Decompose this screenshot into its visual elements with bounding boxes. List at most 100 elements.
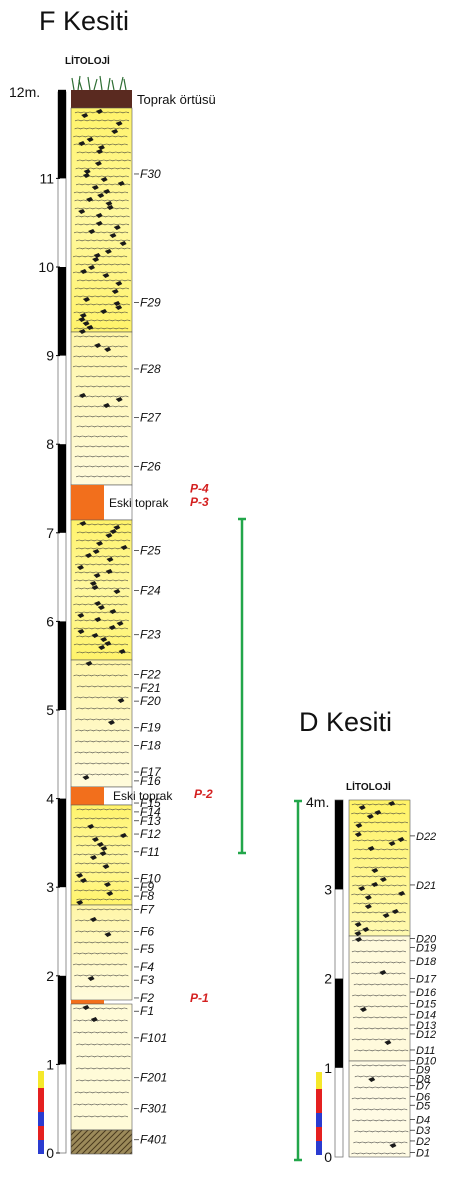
f-tick-0: 0 — [46, 1145, 54, 1161]
section-f-top-unit: 12m. — [9, 84, 40, 100]
sample-label-F11: F11 — [140, 845, 160, 859]
sample-label-D11: D11 — [416, 1045, 435, 1057]
sample-label-F12: F12 — [140, 827, 161, 841]
sample-label-F201: F201 — [140, 1071, 167, 1085]
section-d-lithology-header: LİTOLOJİ — [346, 780, 391, 793]
section-d-title: D Kesiti — [299, 707, 392, 737]
sample-label-F17: F17 — [140, 765, 162, 779]
sample-label-F101: F101 — [140, 1031, 167, 1045]
sample-label-F10: F10 — [140, 871, 161, 885]
sample-label-F23: F23 — [140, 628, 161, 642]
sample-label-D1: D1 — [416, 1148, 430, 1160]
section-d-column — [348, 799, 411, 1158]
sample-label-D19: D19 — [416, 942, 436, 954]
label-eski-toprak-1: Eski toprak — [109, 496, 169, 510]
sample-label-D4: D4 — [416, 1115, 430, 1127]
section-f-paleosol-labels: P-4P-3P-2P-1 — [190, 482, 213, 1005]
sample-label-F2: F2 — [140, 991, 154, 1005]
sample-label-F25: F25 — [140, 544, 161, 558]
section-d-scale-bar — [334, 799, 344, 1158]
sample-label-F27: F27 — [140, 411, 162, 425]
sample-label-F28: F28 — [140, 362, 161, 376]
sample-label-F13: F13 — [140, 814, 161, 828]
section-d-top-unit: 4m. — [306, 794, 329, 810]
f-tick-3: 3 — [46, 879, 54, 895]
section-f-color-legend — [38, 1071, 44, 1154]
sample-label-F20: F20 — [140, 694, 161, 708]
correlation-bar-d — [294, 799, 302, 1162]
sample-label-D13: D13 — [416, 1020, 437, 1032]
correlation-bar-f — [238, 517, 246, 855]
paleosol-p3-p4 — [71, 485, 104, 520]
section-d-scale-blocks — [335, 800, 343, 1068]
paleosol-p2 — [71, 787, 104, 805]
paleosol-p1 — [71, 1000, 104, 1004]
d-tick-2: 2 — [324, 971, 332, 987]
sample-label-F15: F15 — [140, 796, 161, 810]
f-tick-7: 7 — [46, 525, 54, 541]
section-f-title: F Kesiti — [39, 6, 129, 36]
sample-label-D15: D15 — [416, 999, 437, 1011]
d-tick-3: 3 — [324, 881, 332, 897]
section-d-tick-labels: 3 2 1 0 — [324, 881, 332, 1165]
sample-label-F18: F18 — [140, 738, 161, 752]
loess-unit-f17 — [70, 659, 133, 788]
f-tick-1: 1 — [46, 1056, 54, 1072]
d-tick-1: 1 — [324, 1060, 332, 1076]
sample-label-D22: D22 — [416, 831, 436, 843]
sample-label-F401: F401 — [140, 1133, 167, 1147]
sample-label-D18: D18 — [416, 956, 437, 968]
f-tick-2: 2 — [46, 968, 54, 984]
paleosol-label-P-3: P-3 — [190, 495, 209, 509]
sample-label-D14: D14 — [416, 1009, 436, 1021]
bedrock-layer — [70, 1129, 133, 1155]
sample-label-F16: F16 — [140, 774, 161, 788]
loess-unit-f30 — [70, 107, 133, 333]
sample-label-F24: F24 — [140, 583, 161, 597]
section-d-sample-labels: D22D21D20D19D18D17D16D15D14D13D12D11D10D… — [410, 831, 437, 1160]
f-tick-6: 6 — [46, 613, 54, 629]
section-f-column — [70, 90, 133, 1155]
sample-label-F7: F7 — [140, 902, 155, 916]
sample-label-F30: F30 — [140, 167, 161, 181]
sample-label-F8: F8 — [140, 889, 154, 903]
sample-label-D3: D3 — [416, 1125, 431, 1137]
paleosol-label-P-1: P-1 — [190, 991, 209, 1005]
sample-label-F21: F21 — [140, 681, 161, 695]
sample-label-D2: D2 — [416, 1136, 430, 1148]
sample-label-F4: F4 — [140, 960, 154, 974]
sample-label-D12: D12 — [416, 1029, 436, 1041]
topsoil-layer — [71, 90, 132, 108]
label-toprak-ortusu: Toprak örtüsü — [137, 92, 216, 107]
section-f-scale-blocks — [58, 89, 66, 1065]
f-tick-8: 8 — [46, 436, 54, 452]
d-tick-0: 0 — [324, 1149, 332, 1165]
f-tick-4: 4 — [46, 791, 54, 807]
sample-label-D5: D5 — [416, 1100, 431, 1112]
sample-label-D16: D16 — [416, 987, 437, 999]
f-tick-11: 11 — [39, 170, 54, 186]
grass-icon — [71, 75, 127, 91]
sample-label-D20: D20 — [416, 933, 437, 945]
sample-label-F9: F9 — [140, 880, 154, 894]
sample-label-D9: D9 — [416, 1065, 430, 1077]
sample-label-F3: F3 — [140, 973, 154, 987]
label-eski-toprak-2: Eski toprak — [113, 789, 173, 803]
f-tick-5: 5 — [46, 702, 54, 718]
sample-label-D21: D21 — [416, 880, 436, 892]
sample-label-F5: F5 — [140, 942, 154, 956]
sample-label-F29: F29 — [140, 295, 161, 309]
sample-label-F19: F19 — [140, 721, 161, 735]
sample-label-D7: D7 — [416, 1081, 431, 1093]
section-d-color-legend — [316, 1072, 322, 1155]
sample-label-F6: F6 — [140, 925, 154, 939]
sample-label-D6: D6 — [416, 1091, 431, 1103]
sample-label-D10: D10 — [416, 1056, 437, 1068]
section-f-sample-labels: F30F29F28F27F26F25F24F23F22F21F20F19F18F… — [134, 167, 167, 1147]
sample-label-F301: F301 — [140, 1102, 167, 1116]
paleosol-label-P-4: P-4 — [190, 482, 209, 496]
paleosol-label-P-2: P-2 — [194, 787, 213, 801]
section-f-lithology-header: LİTOLOJİ — [65, 54, 110, 67]
sample-label-F22: F22 — [140, 668, 161, 682]
